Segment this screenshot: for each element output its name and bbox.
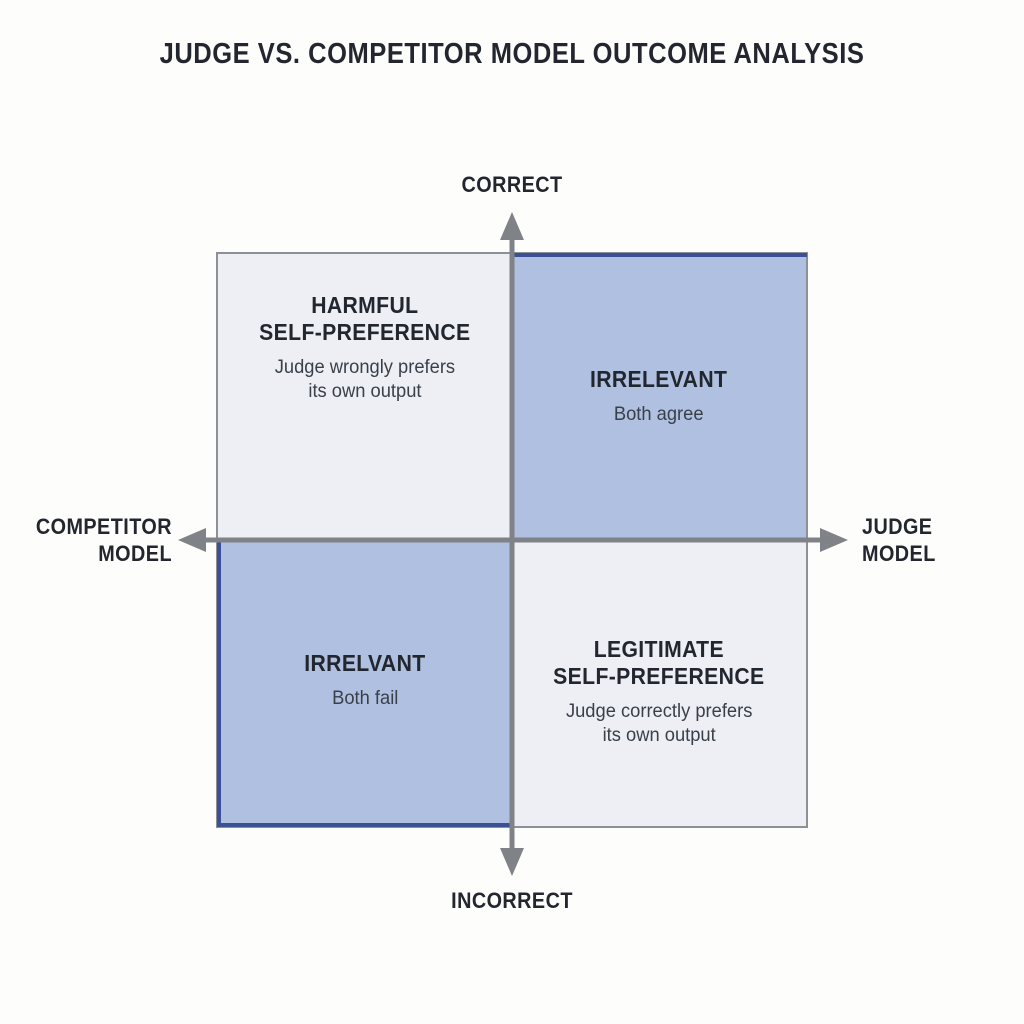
quadrant-irrelevant-both-fail[interactable]: IRRELVANT Both fail — [217, 539, 513, 827]
quadrant-irrelevant-both-agree[interactable]: IRRELEVANT Both agree — [511, 253, 807, 540]
page-title: JUDGE VS. COMPETITOR MODEL OUTCOME ANALY… — [159, 38, 865, 70]
quadrant-title: IRRELEVANT — [590, 366, 728, 392]
quadrant-subtitle: Both agree — [614, 402, 704, 425]
arrow-right-icon — [820, 528, 848, 552]
quadrant-subtitle: Judge wrongly prefers its own output — [274, 355, 456, 403]
axis-label-judge-model: JUDGE MODEL — [862, 514, 936, 566]
quadrant-subtitle: Judge correctly prefers its own output — [565, 699, 753, 747]
quadrant-harmful-self-preference[interactable]: HARMFUL SELF-PREFERENCE Judge wrongly pr… — [218, 254, 512, 540]
axis-label-correct: CORRECT — [461, 172, 563, 197]
arrow-down-icon — [500, 848, 524, 876]
axis-label-competitor-model: COMPETITOR MODEL — [35, 514, 172, 566]
quadrant-title: IRRELVANT — [304, 650, 426, 676]
quadrant-title: HARMFUL SELF-PREFERENCE — [259, 292, 471, 345]
quadrant-matrix: HARMFUL SELF-PREFERENCE Judge wrongly pr… — [216, 252, 808, 828]
arrow-up-icon — [500, 212, 524, 240]
quadrant-title: LEGITIMATE SELF-PREFERENCE — [553, 636, 765, 689]
quadrant-subtitle: Both fail — [331, 686, 399, 709]
quadrant-legitimate-self-preference[interactable]: LEGITIMATE SELF-PREFERENCE Judge correct… — [512, 540, 806, 826]
axis-label-incorrect: INCORRECT — [451, 888, 573, 913]
arrow-left-icon — [178, 528, 206, 552]
